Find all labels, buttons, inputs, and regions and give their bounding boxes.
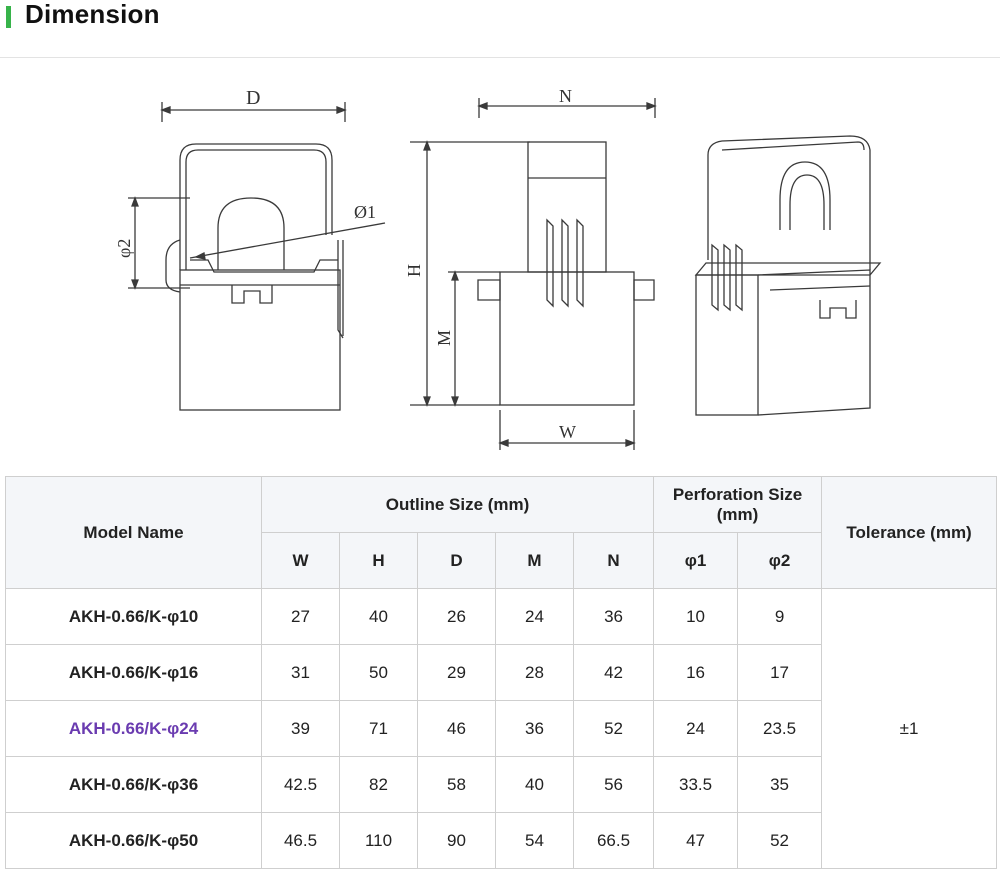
label-h: H [404,264,424,277]
cell-model: AKH-0.66/K-φ36 [5,756,262,813]
side-view-drawing [410,98,657,450]
cell-phi1: 16 [653,644,739,701]
cell-h: 71 [339,700,418,757]
cell-model: AKH-0.66/K-φ10 [5,588,262,645]
cell-model: AKH-0.66/K-φ50 [5,812,262,869]
front-view-drawing [128,102,386,411]
cell-phi1: 47 [653,812,739,869]
cell-m: 36 [495,700,574,757]
perspective-drawing [694,135,882,416]
cell-h: 50 [339,644,418,701]
cell-m: 28 [495,644,574,701]
cell-phi1: 24 [653,700,739,757]
cell-n: 42 [572,644,655,701]
header-w: W [261,532,340,589]
header-divider [0,57,1000,58]
label-w: W [559,422,576,442]
cell-m: 40 [495,756,574,813]
cell-d: 29 [417,644,496,701]
cell-d: 26 [417,588,496,645]
section-header: Dimension [0,0,1000,56]
header-d: D [417,532,496,589]
label-d: D [246,87,260,109]
cell-w: 31 [261,644,340,701]
cell-n: 56 [572,756,655,813]
cell-model: AKH-0.66/K-φ16 [5,644,262,701]
cell-m: 24 [495,588,574,645]
cell-n: 52 [572,700,655,757]
table-row: AKH-0.66/K-φ24 39 71 46 36 52 24 23.5 [5,700,997,757]
cell-w: 46.5 [261,812,340,869]
header-phi1: φ1 [653,532,739,589]
cell-w: 42.5 [261,756,340,813]
cell-w: 39 [261,700,340,757]
cell-phi2: 52 [737,812,823,869]
header-perforation-size: Perforation Size (mm) [653,476,823,533]
header-model-name: Model Name [5,476,262,589]
cell-d: 90 [417,812,496,869]
page-title: Dimension [25,0,160,29]
cell-h: 82 [339,756,418,813]
label-m: M [434,330,454,346]
header-outline-size: Outline Size (mm) [260,476,655,533]
cell-phi1: 10 [653,588,739,645]
cell-h: 110 [339,812,418,869]
header-h: H [339,532,418,589]
label-phi2: φ2 [114,239,134,258]
accent-bar [6,6,11,28]
cell-d: 46 [417,700,496,757]
cell-d: 58 [417,756,496,813]
cell-w: 27 [261,588,340,645]
table-row: AKH-0.66/K-φ50 46.5 110 90 54 66.5 47 52 [5,812,997,869]
cell-m: 54 [495,812,574,869]
cell-phi2: 17 [737,644,823,701]
table-row: AKH-0.66/K-φ16 31 50 29 28 42 16 17 [5,644,997,701]
label-n: N [559,86,572,106]
dimension-table: Model Name Outline Size (mm) Perforation… [5,476,998,869]
header-phi2: φ2 [737,532,823,589]
cell-tolerance: ±1 [821,588,998,869]
dimension-drawings: D Ø1 φ2 [0,60,1000,460]
cell-model: AKH-0.66/K-φ24 [5,700,262,757]
cell-n: 66.5 [572,812,655,869]
cell-phi2: 23.5 [737,700,823,757]
label-phi1: Ø1 [354,202,376,222]
header-m: M [495,532,574,589]
table-row: AKH-0.66/K-φ10 27 40 26 24 36 10 9 ±1 [5,588,998,869]
cell-phi2: 35 [737,756,823,813]
cell-phi1: 33.5 [653,756,739,813]
cell-phi2: 9 [737,588,823,645]
cell-h: 40 [339,588,418,645]
header-tolerance: Tolerance (mm) [821,476,998,589]
cell-n: 36 [572,588,655,645]
drawings-svg: D Ø1 φ2 [114,86,882,450]
header-n: N [572,532,655,589]
